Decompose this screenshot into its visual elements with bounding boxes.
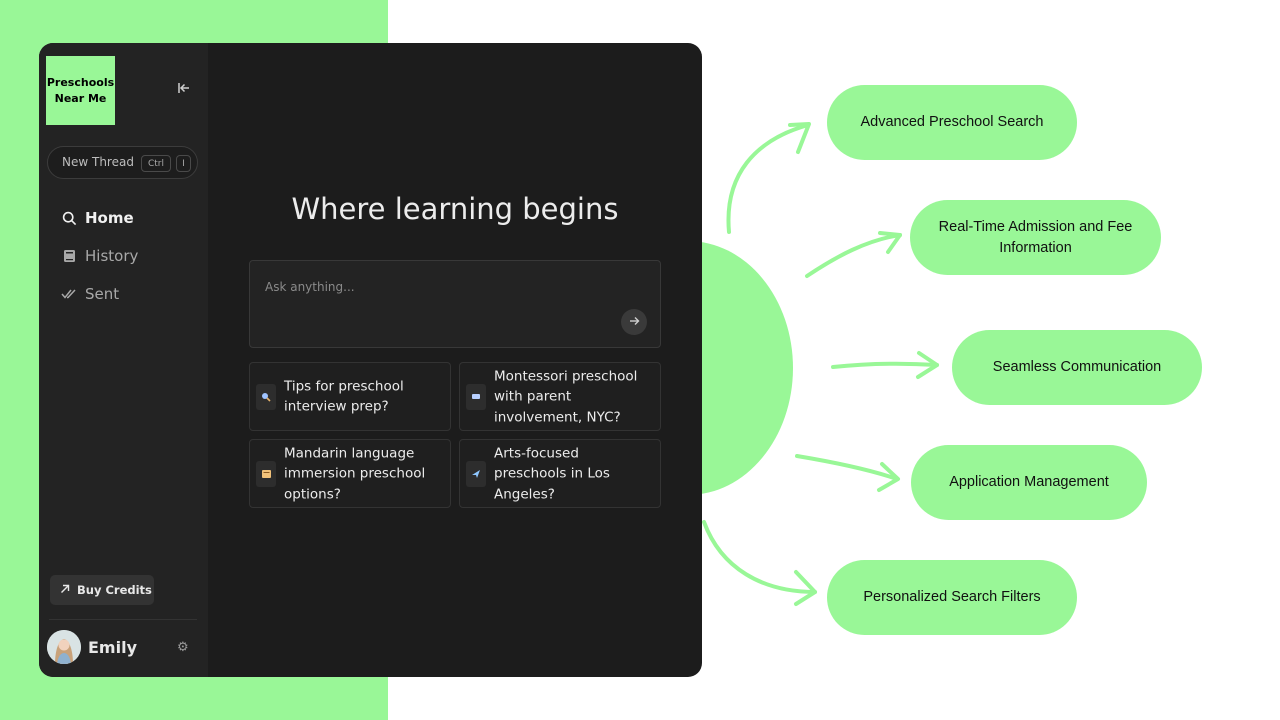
buy-credits-label: Buy Credits [77,583,152,597]
ask-box [249,260,661,348]
sidebar: Preschools Near Me New Thread Ctrl I Hom… [39,43,208,677]
chat-icon [466,383,486,410]
user-name[interactable]: Emily [88,638,137,657]
feature-label: Real-Time Admission and Fee Information [938,218,1133,256]
suggestion-card[interactable]: Tips for preschool interview prep? [249,362,451,431]
page-title: Where learning begins [291,192,619,226]
arrow-up-right-icon [60,583,70,597]
book-icon [61,248,77,264]
suggestion-text: Montessori preschool with parent involve… [494,367,638,425]
arrow-right-icon [629,315,640,329]
suggestion-card[interactable]: Montessori preschool with parent involve… [459,362,661,431]
feature-pill: Real-Time Admission and Fee Information [910,200,1161,275]
suggestion-text: Mandarin language immersion preschool op… [284,444,426,502]
app-logo[interactable]: Preschools Near Me [46,56,115,125]
feature-pill: Advanced Preschool Search [827,85,1077,160]
nav-label-home: Home [85,209,134,227]
suggestion-card[interactable]: Arts-focused preschools in Los Angeles? [459,439,661,508]
nav-item-sent[interactable]: Sent [61,285,119,303]
send-button[interactable] [621,309,647,335]
logo-text: Preschools Near Me [46,75,115,105]
nav-label-sent: Sent [85,285,120,303]
magnifier-icon [256,383,276,410]
feature-label: Advanced Preschool Search [860,114,1044,130]
suggestion-card[interactable]: Mandarin language immersion preschool op… [249,439,451,508]
collapse-sidebar-icon[interactable] [177,82,197,98]
ask-input[interactable] [263,275,627,299]
feature-pill: Seamless Communication [952,330,1202,405]
feature-label: Seamless Communication [992,359,1162,375]
nav-item-history[interactable]: History [61,247,138,265]
search-icon [61,210,77,226]
feature-label: Application Management [949,474,1109,490]
sidebar-divider [49,619,197,620]
nav-item-home[interactable]: Home [61,209,134,227]
buy-credits-button[interactable]: Buy Credits [50,575,154,605]
feature-pill: Application Management [911,445,1147,520]
suggestion-text: Tips for preschool interview prep? [284,378,404,415]
double-check-icon [61,286,77,302]
feature-label: Personalized Search Filters [863,589,1041,605]
avatar[interactable] [47,630,81,664]
ctrl-key-badge: Ctrl [141,155,171,172]
new-thread-button[interactable]: New Thread Ctrl I [47,146,198,179]
book-icon [256,460,276,487]
app-window: Preschools Near Me New Thread Ctrl I Hom… [39,43,702,677]
suggestion-text: Arts-focused preschools in Los Angeles? [494,444,610,502]
new-thread-label: New Thread [62,155,134,169]
plane-icon [466,460,486,487]
i-key-badge: I [176,155,191,172]
gear-icon[interactable]: ⚙ [177,640,189,655]
feature-pill: Personalized Search Filters [827,560,1077,635]
nav-label-history: History [85,247,139,265]
